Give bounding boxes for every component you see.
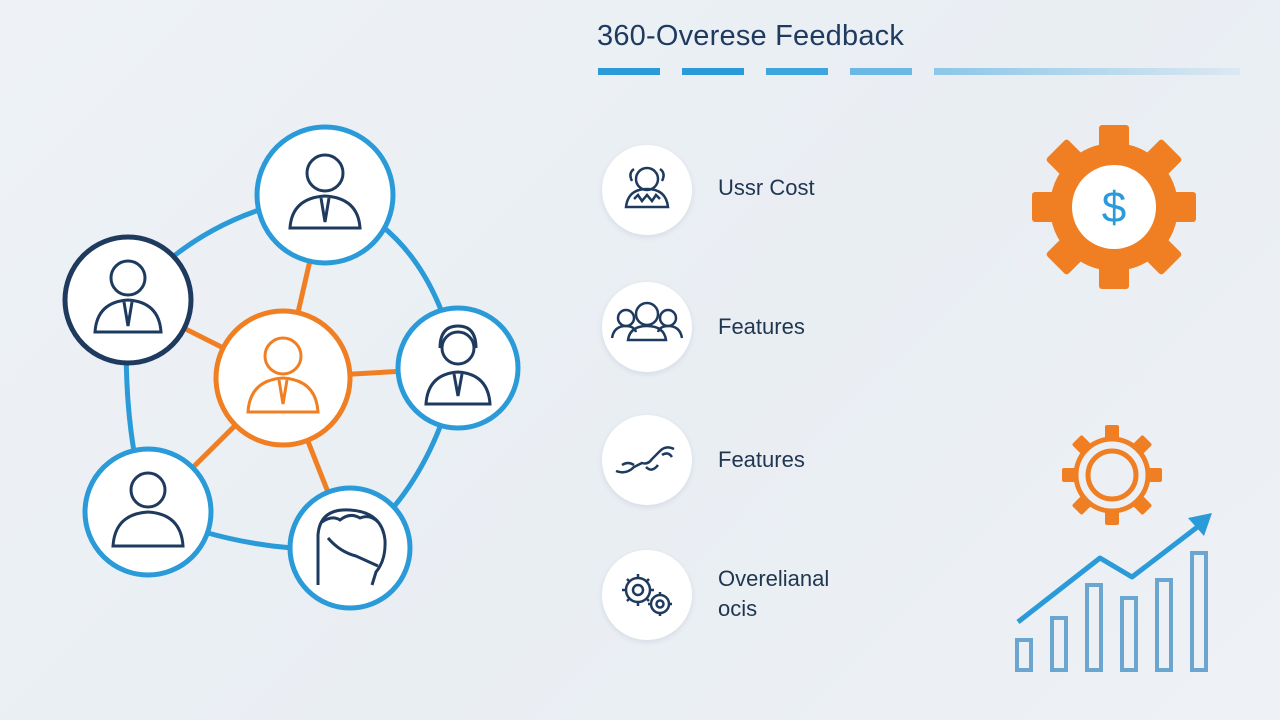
user-brain-icon: [624, 166, 670, 209]
network-node-left: [62, 234, 194, 366]
list-item-label-line1: Overelianal: [718, 566, 830, 591]
list-item-label: Features: [718, 447, 805, 472]
list-item: Overelianal ocis: [602, 550, 922, 642]
page-title: 360-Overese Feedback: [597, 20, 905, 52]
network-node-top: [254, 124, 396, 266]
person-tie-icon: [93, 259, 163, 334]
person-tie-icon: [246, 336, 320, 414]
list-item-label-line2: ocis: [718, 596, 758, 621]
growth-chart-icon: [1015, 513, 1212, 672]
list-icon-badge: [602, 282, 692, 372]
group-users-icon: [610, 301, 684, 342]
person-icon: [111, 471, 185, 548]
title-underline: [598, 68, 1240, 75]
gears-icon: [622, 574, 672, 616]
list-item-label: Ussr Cost: [718, 175, 815, 200]
face-profile-icon: [316, 508, 387, 586]
list-item: Features: [602, 415, 922, 507]
list-icon-badge: [602, 550, 692, 640]
list-icon-badge: [602, 145, 692, 235]
list-item-label: Features: [718, 314, 805, 339]
dollar-gear-icon: $: [1032, 125, 1196, 289]
list-icon-badge: [602, 415, 692, 505]
handshake-icon: [615, 446, 675, 474]
person-tie-icon: [288, 153, 362, 230]
network-node-bottom-left: [82, 446, 214, 578]
list-item: Ussr Cost: [602, 145, 922, 237]
network-node-bottom-right: [287, 485, 413, 611]
person-headset-icon: [424, 324, 492, 406]
svg-text:$: $: [1102, 183, 1126, 232]
network-node-center: [213, 308, 353, 448]
list-item: Features: [602, 282, 922, 374]
gear-icon: [1062, 425, 1162, 525]
network-node-right: [395, 305, 521, 431]
